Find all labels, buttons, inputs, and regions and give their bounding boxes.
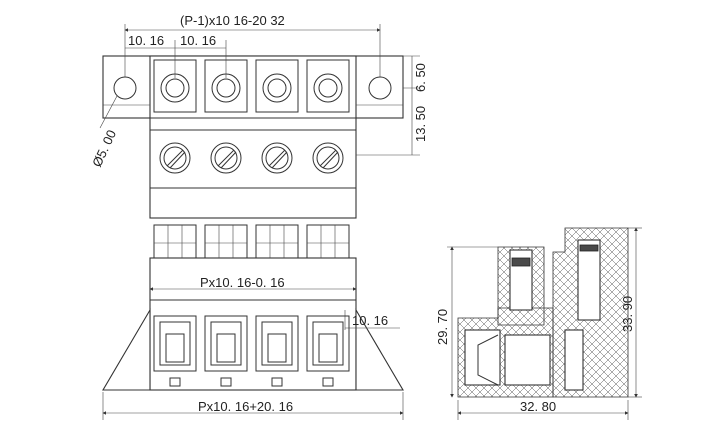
screw-head-inner <box>265 146 289 170</box>
solder-pin <box>169 377 181 387</box>
screw-slot-2 <box>169 151 186 169</box>
dim-hole-dia: Ø5. 00 <box>89 128 119 170</box>
screw-head <box>159 142 191 174</box>
socket-outer <box>306 315 350 372</box>
socket-contact <box>267 333 287 363</box>
screw-head <box>312 142 344 174</box>
pin-top <box>306 224 350 259</box>
dim-inner-span: Px10. 16-0. 16 <box>200 275 285 290</box>
solder-pin <box>322 377 334 387</box>
dim-screw-row-height: 13. 50 <box>413 106 428 142</box>
screw-head <box>261 142 293 174</box>
pin-top <box>153 224 197 259</box>
screw-head <box>210 142 242 174</box>
dim-flange-height: 6. 50 <box>413 63 428 92</box>
socket-outer <box>255 315 299 372</box>
wire-entry-hole <box>318 78 338 98</box>
dim-bottom-total: Px10. 16+20. 16 <box>198 399 293 414</box>
screw-slot-2 <box>271 151 288 169</box>
socket-contact <box>165 333 185 363</box>
screw-head-inner <box>163 146 187 170</box>
wire-entry-ring <box>313 73 343 103</box>
dim-pitch-a: 10. 16 <box>128 33 164 48</box>
screw-slot <box>268 149 286 167</box>
wire-entry <box>306 59 350 113</box>
wire-entry-hole <box>267 78 287 98</box>
dim-pitch-right: 10. 16 <box>352 313 388 328</box>
top-view-plug <box>102 55 404 219</box>
dim-pitch-b: 10. 16 <box>180 33 216 48</box>
top-dimensions <box>99 24 420 156</box>
dim-side-height-right: 33. 90 <box>620 296 635 332</box>
wire-entry-ring <box>262 73 292 103</box>
screw-head-inner <box>316 146 340 170</box>
socket-outer <box>204 315 248 372</box>
socket-inner <box>261 321 293 366</box>
dim-top-total: (P-1)x10 16-20 32 <box>180 13 285 28</box>
screw-slot <box>166 149 184 167</box>
bottom-view-poles <box>153 224 350 387</box>
screw-head-inner <box>214 146 238 170</box>
screw-slot <box>319 149 337 167</box>
screw-slot <box>217 149 235 167</box>
screw-slot-2 <box>322 151 339 169</box>
dim-side-height-left: 29. 70 <box>435 309 450 345</box>
pin-top <box>255 224 299 259</box>
socket-contact <box>318 333 338 363</box>
dim-side-width: 32. 80 <box>520 399 556 414</box>
socket-inner <box>159 321 191 366</box>
wire-entry <box>255 59 299 113</box>
solder-pin <box>220 377 232 387</box>
socket-contact <box>216 333 236 363</box>
pin-top <box>204 224 248 259</box>
wire-entry-hole <box>216 78 236 98</box>
solder-pin <box>271 377 283 387</box>
screw-slot-2 <box>220 151 237 169</box>
side-section-view <box>447 227 642 420</box>
socket-outer <box>153 315 197 372</box>
socket-inner <box>312 321 344 366</box>
bottom-view-header <box>102 257 404 420</box>
socket-inner <box>210 321 242 366</box>
wire-entry-hole <box>165 78 185 98</box>
